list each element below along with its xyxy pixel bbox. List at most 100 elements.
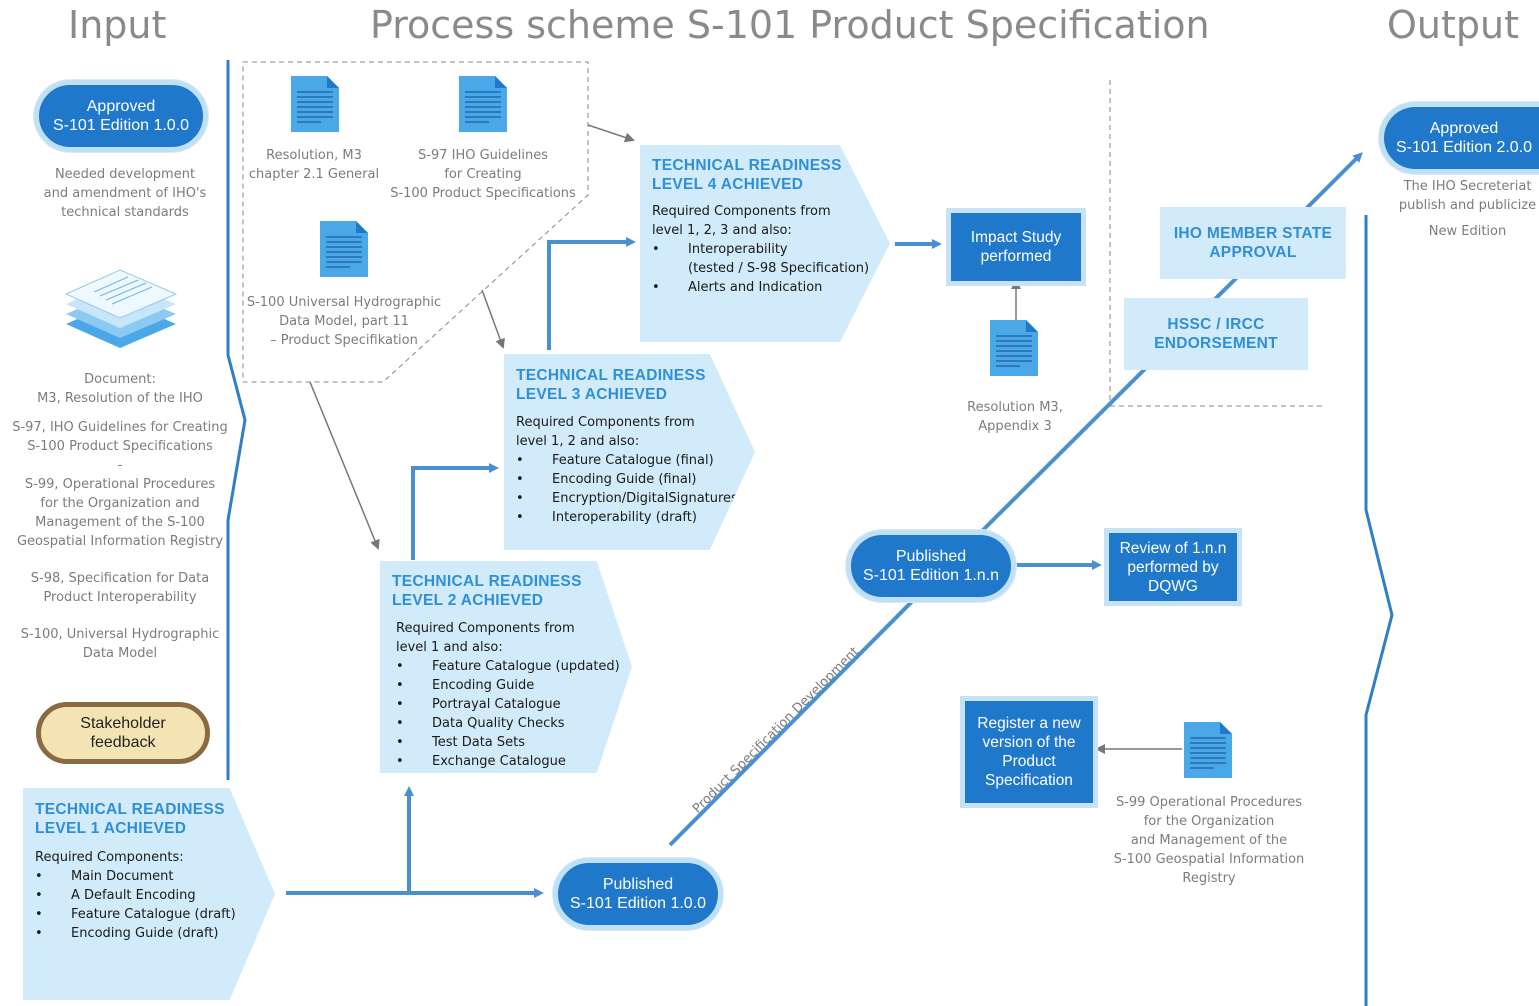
iho-member-state-approval-box: IHO MEMBER STATE APPROVAL (1160, 207, 1346, 279)
output-title: Output (1387, 3, 1519, 47)
stacked-documents-icon (64, 269, 178, 348)
title-line: TECHNICAL READINESS (652, 157, 842, 174)
resolution-m3-appendix-icon (990, 320, 1038, 376)
doc-line: M3, Resolution of the IHO (37, 391, 203, 406)
text-line: S-100 Geospatial Information (1113, 852, 1305, 867)
intro-line: level 1, 2, 3 and also: (652, 223, 792, 238)
trl1-title: TECHNICAL READINESS LEVEL 1 ACHIEVED (35, 800, 225, 838)
intro-line: Required Components: (35, 850, 184, 865)
box-line: Review of 1.n.n (1119, 539, 1227, 557)
approved-edition-2-oval: Approved S-101 Edition 2.0.0 (1379, 102, 1539, 174)
arrow-resolution-to-trl4 (587, 124, 635, 143)
arrow-refs-to-trl2 (309, 381, 380, 550)
text-line: Resolution M3, (967, 400, 1063, 415)
title-line: LEVEL 1 ACHIEVED (35, 820, 187, 837)
iho-secretariat-publish-text: The IHO Secreteriat publish and publiciz… (1396, 177, 1539, 215)
text-line: Resolution, M3 (266, 148, 362, 163)
oval-line: S-101 Edition 2.0.0 (1395, 139, 1533, 156)
oval-line: S-101 Edition 1.n.n (862, 567, 1000, 584)
text-line: for the Organization (1143, 814, 1275, 829)
doc-line: S-99, Operational Procedures (24, 477, 216, 492)
title-line: TECHNICAL READINESS (516, 367, 706, 384)
box-line: DQWG (1148, 577, 1198, 595)
s100-data-model-label: S-100 Universal Hydrographic Data Model,… (244, 293, 444, 350)
list-item: Data Quality Checks (396, 714, 620, 733)
arrow-trl3-to-trl4 (547, 237, 636, 350)
box-line: IHO MEMBER STATE (1173, 225, 1333, 242)
text-line: Registry (1182, 871, 1236, 886)
s99-procedures-label: S-99 Operational Procedures for the Orga… (1104, 793, 1314, 888)
trl1-box: TECHNICAL READINESS LEVEL 1 ACHIEVED Req… (23, 788, 275, 1000)
doc-line: Document: (84, 372, 156, 387)
list-item: Feature Catalogue (updated) (396, 657, 620, 676)
trl3-body: Required Components from level 1, 2 and … (516, 413, 738, 527)
doc-line: Geospatial Information Registry (16, 534, 224, 549)
arrow-refs-to-trl3 (481, 289, 505, 349)
doc-line: S-100, Universal Hydrographic (20, 627, 220, 642)
reference-dashed-area (242, 61, 589, 383)
intro-line: Required Components from (396, 621, 575, 636)
doc-line: Product Interoperability (43, 590, 197, 605)
list-item: Encryption/DigitalSignatures (516, 489, 738, 508)
register-new-version-box: Register a new version of the Product Sp… (960, 696, 1098, 808)
text-line: Needed development (54, 167, 196, 182)
hssc-ircc-endorsement-box: HSSC / IRCC ENDORSEMENT (1124, 298, 1308, 370)
list-item-continuation: (tested / S-98 Specification) (652, 259, 869, 278)
text-line: S-100 Product Specifications (390, 186, 576, 201)
box-line: Product (1002, 753, 1056, 770)
s97-document-icon (459, 76, 507, 132)
box-line: performed (980, 248, 1052, 265)
doc-line: for the Organization and (40, 496, 200, 511)
review-dqwg-box: Review of 1.n.n performed by DQWG (1104, 528, 1242, 606)
trl2-box: TECHNICAL READINESS LEVEL 2 ACHIEVED Req… (380, 561, 632, 773)
list-item: Encoding Guide (396, 676, 620, 695)
text-line: for Creating (444, 167, 522, 182)
s100-document-icon (320, 221, 368, 277)
list-item: Interoperability (652, 240, 869, 259)
box-line: Register a new (977, 715, 1081, 732)
arrow-trl2-to-trl3 (411, 463, 499, 560)
oval-line: Approved (86, 98, 156, 115)
s97-guidelines-label: S-97 IHO Guidelines for Creating S-100 P… (388, 146, 578, 203)
oval-line: Published (602, 876, 674, 893)
oval-line: Published (895, 548, 967, 565)
oval-line: Approved (1429, 120, 1499, 137)
list-item: Encoding Guide (final) (516, 470, 738, 489)
text-line: publish and publicize (1398, 198, 1537, 213)
intro-line: Required Components from (516, 415, 695, 430)
text-line: chapter 2.1 General (248, 167, 380, 182)
text-line: – Product Specifikation (270, 333, 418, 348)
text-line: Data Model, part 11 (279, 314, 409, 329)
list-item: A Default Encoding (35, 886, 236, 905)
title-line: TECHNICAL READINESS (392, 573, 582, 590)
list-item: Test Data Sets (396, 733, 620, 752)
oval-line: S-101 Edition 1.0.0 (569, 895, 707, 912)
trl3-box: TECHNICAL READINESS LEVEL 3 ACHIEVED Req… (504, 354, 755, 550)
list-item: Feature Catalogue (draft) (35, 905, 236, 924)
input-bracket (226, 60, 247, 780)
new-edition-text: New Edition (1428, 224, 1507, 239)
needed-development-text: Needed development and amendment of IHO'… (25, 165, 225, 222)
list-item-sub: (tested / S-98 Specification) (688, 261, 870, 276)
list-item: Main Document (35, 867, 236, 886)
trl2-title: TECHNICAL READINESS LEVEL 2 ACHIEVED (392, 572, 582, 610)
text-line: S-100 Universal Hydrographic (246, 295, 442, 310)
list-item: Alerts and Indication (652, 278, 869, 297)
text-line: technical standards (61, 205, 189, 220)
input-documents-list: Document: M3, Resolution of the IHO S-97… (10, 370, 230, 663)
doc-line: Management of the S-100 (35, 515, 205, 530)
resolution-m3-appendix-label: Resolution M3, Appendix 3 (950, 398, 1080, 436)
stakeholder-feedback-oval: Stakeholder feedback (36, 702, 210, 764)
resolution-document-icon (291, 76, 339, 132)
list-item: Portrayal Catalogue (396, 695, 620, 714)
text-line: and Management of the (1130, 833, 1288, 848)
intro-line: Required Components from (652, 204, 831, 219)
published-edition-1-n-n-oval: Published S-101 Edition 1.n.n (846, 530, 1016, 602)
box-line: ENDORSEMENT (1154, 335, 1278, 352)
approved-edition-1-oval: Approved S-101 Edition 1.0.0 (34, 80, 208, 152)
intro-line: level 1, 2 and also: (516, 434, 640, 449)
resolution-m3-label: Resolution, M3 chapter 2.1 General (248, 146, 380, 184)
text-line: S-97 IHO Guidelines (418, 148, 548, 163)
doc-line: S-97, IHO Guidelines for Creating (12, 420, 228, 435)
